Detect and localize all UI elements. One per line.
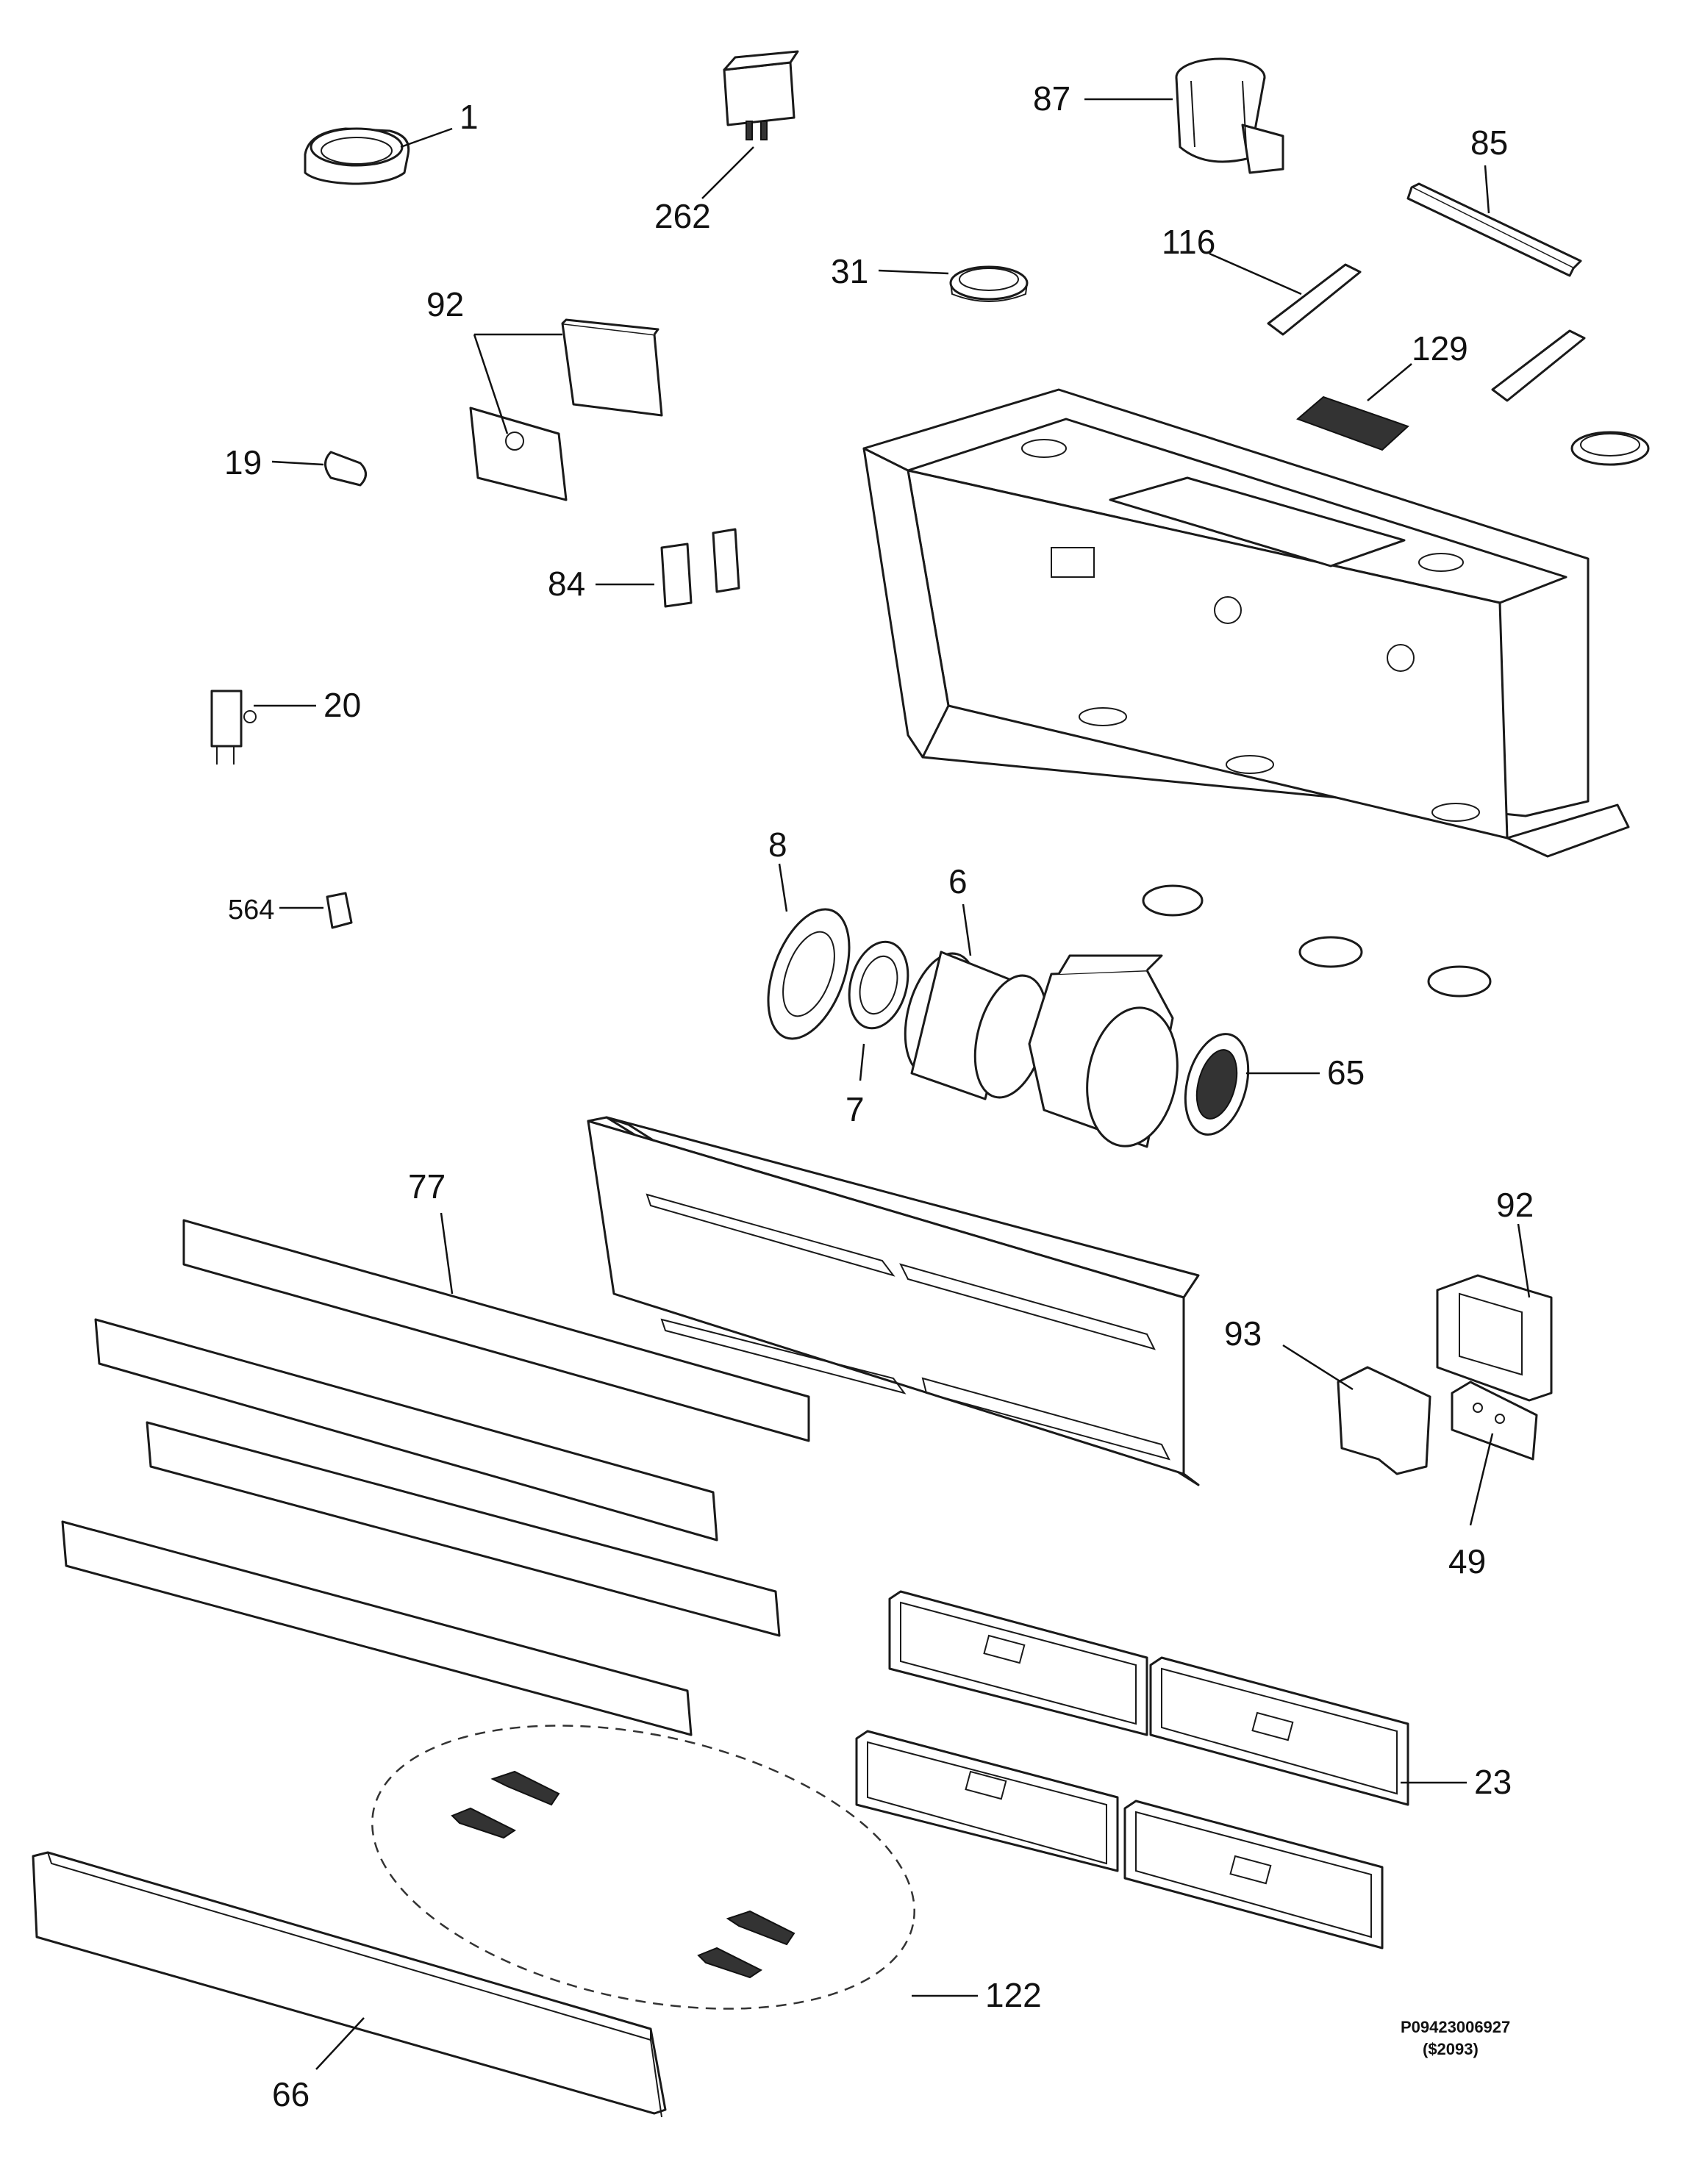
callout-19: 19 <box>224 443 262 481</box>
part-116-bracket <box>1267 263 1586 402</box>
blower-housing <box>1028 954 1179 1148</box>
part-92-right-housing <box>1436 1274 1553 1402</box>
callout-92-right: 92 <box>1496 1186 1534 1224</box>
part-19-capacitor <box>324 451 367 487</box>
part-1-duct-collar <box>304 127 410 185</box>
part-20-capacitor <box>210 690 257 765</box>
part-31-gasket <box>949 265 1029 302</box>
callout-66: 66 <box>272 2075 310 2113</box>
callout-122: 122 <box>985 1976 1042 2014</box>
part-65-inlet-ring <box>1184 1033 1250 1136</box>
callout-65: 65 <box>1327 1053 1365 1092</box>
callout-6: 6 <box>948 862 968 901</box>
callout-85: 85 <box>1470 123 1508 162</box>
hood-body-housing <box>862 388 1630 858</box>
callout-116: 116 <box>1162 223 1215 261</box>
part-85-bracket <box>1406 182 1582 277</box>
part-7-motor <box>848 940 909 1030</box>
part-92-control-housing <box>469 318 663 501</box>
callout-129: 129 <box>1412 329 1468 368</box>
front-frame <box>587 1116 1200 1486</box>
part-gasket-right <box>1570 431 1650 466</box>
callout-8: 8 <box>768 826 787 864</box>
callout-23: 23 <box>1474 1763 1512 1801</box>
part-129-mesh <box>1296 395 1409 451</box>
part-49-control-board <box>1451 1381 1538 1461</box>
part-8-motor-plate <box>767 908 851 1040</box>
part-23-filters <box>855 1590 1409 1950</box>
part-122-hinge-group <box>371 1725 915 2010</box>
part-564-clip <box>326 892 353 929</box>
callout-93: 93 <box>1224 1314 1262 1353</box>
light-sockets <box>1142 884 1492 998</box>
part-87-damper-adapter <box>1175 57 1284 174</box>
revision-code: ($2093) <box>1423 2040 1479 2058</box>
callout-262: 262 <box>654 197 711 235</box>
part-6-blower-wheel <box>904 950 1048 1100</box>
part-66-front-panel <box>32 1851 667 2118</box>
callout-84: 84 <box>548 565 585 603</box>
part-93-board-cover <box>1337 1366 1431 1475</box>
callout-87: 87 <box>1033 79 1070 118</box>
callout-92-top: 92 <box>426 285 464 323</box>
part-262-relay <box>723 50 799 140</box>
part-77-trim-strips <box>61 1219 810 1736</box>
callout-564: 564 <box>228 895 274 925</box>
callout-77: 77 <box>408 1167 446 1206</box>
part-84-switches <box>660 528 740 608</box>
part-code: P09423006927 <box>1401 2018 1510 2036</box>
callout-7: 7 <box>846 1090 865 1128</box>
callout-1: 1 <box>460 98 479 136</box>
callout-31: 31 <box>831 252 868 290</box>
callout-20: 20 <box>323 686 361 724</box>
callout-49: 49 <box>1448 1542 1486 1580</box>
